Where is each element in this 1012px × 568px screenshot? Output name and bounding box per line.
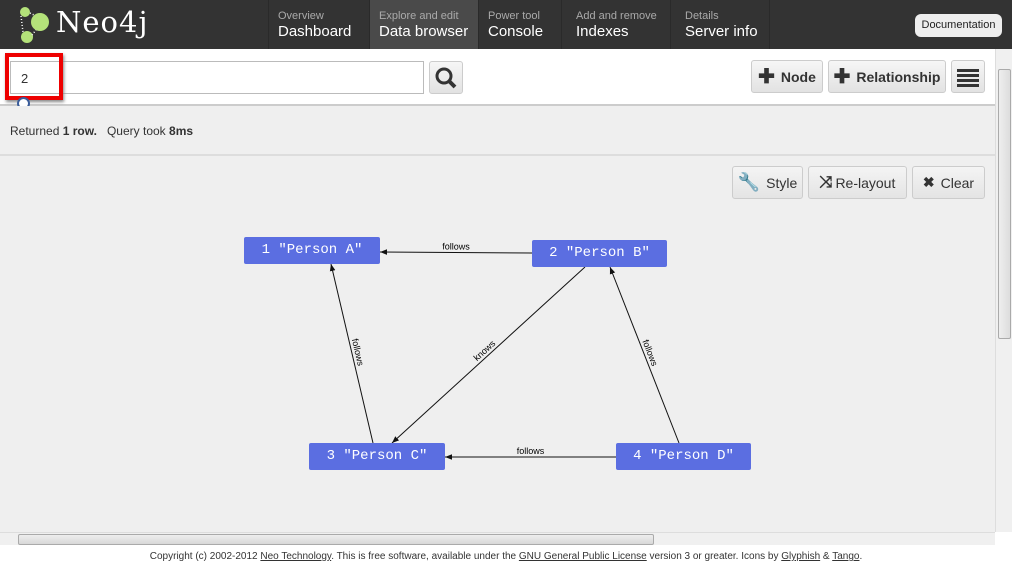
menu-button[interactable] [951, 60, 985, 93]
highlight-box [5, 53, 63, 100]
tab-label: Server info [685, 23, 758, 40]
status-returned: Returned [10, 124, 60, 138]
footer-text: & [820, 551, 833, 562]
tab-subtitle: Details [685, 10, 719, 22]
footer-text: . [859, 551, 863, 562]
plus-icon: ✚ [758, 66, 775, 88]
footer: Copyright (c) 2002-2012 Neo Technology. … [0, 545, 1012, 568]
graph-edge[interactable] [379, 249, 533, 255]
graph-edge[interactable] [609, 266, 680, 444]
relayout-label: Re-layout [835, 174, 896, 191]
query-input[interactable]: 2 [10, 61, 424, 94]
relayout-button[interactable]: ⤨Re-layout [808, 166, 907, 199]
tab-label: Indexes [576, 23, 629, 40]
wrench-icon: 🔧 [737, 172, 761, 192]
edge-label: follows [517, 446, 545, 456]
add-relationship-label: Relationship [856, 68, 941, 85]
status-took: Query took [106, 124, 166, 138]
gpl-link[interactable]: GNU General Public License [518, 551, 647, 562]
query-bar: 2 ✚ Node ✚ Relationship [0, 49, 995, 110]
plus-icon: ✚ [833, 66, 851, 88]
add-node-label: Node [780, 68, 816, 85]
tab-subtitle: Power tool [488, 10, 540, 22]
footer-text: Copyright (c) 2002-2012 [149, 551, 261, 562]
list-icon [957, 68, 979, 87]
vertical-scrollbar[interactable] [995, 49, 1012, 532]
footer-text: version 3 or greater. Icons by [646, 551, 782, 562]
neo4j-logo-icon [20, 7, 49, 43]
style-label: Style [766, 174, 798, 191]
neo-technology-link[interactable]: Neo Technology [260, 551, 332, 562]
search-icon [435, 67, 457, 88]
style-button[interactable]: 🔧 Style [732, 166, 803, 199]
scroll-thumb[interactable] [998, 69, 1011, 339]
tab-subtitle: Explore and edit [379, 10, 459, 22]
graph-node[interactable]: 4 "Person D" [616, 443, 751, 470]
clear-label: Clear [940, 174, 975, 191]
app-logo-text: Neo4j [56, 5, 149, 39]
search-button[interactable] [429, 61, 463, 94]
tab-subtitle: Add and remove [576, 10, 657, 22]
documentation-button[interactable]: Documentation [915, 14, 1002, 37]
clear-button[interactable]: ✖ Clear [912, 166, 985, 199]
status-time: 8ms [169, 124, 194, 138]
graph-edge[interactable] [329, 263, 374, 444]
horizontal-scrollbar[interactable] [0, 532, 995, 545]
glyphish-link[interactable]: Glyphish [781, 551, 821, 562]
edge-label: follows [350, 338, 366, 368]
tab-label: Dashboard [278, 23, 352, 40]
query-status: Returned 1 row. Query took 8ms [0, 106, 995, 156]
graph-node[interactable]: 3 "Person C" [309, 443, 445, 470]
tab-label: Data browser [379, 23, 469, 40]
tab-label: Console [488, 23, 544, 40]
shuffle-icon: ⤨ [819, 173, 833, 191]
scroll-thumb[interactable] [18, 534, 654, 545]
graph-node[interactable]: 2 "Person B" [532, 240, 667, 267]
tango-link[interactable]: Tango [832, 551, 860, 562]
graph-edge[interactable] [391, 266, 586, 444]
close-icon: ✖ [922, 174, 935, 190]
add-node-button[interactable]: ✚ Node [751, 60, 823, 93]
graph-node[interactable]: 1 "Person A" [244, 237, 380, 264]
tab-subtitle: Overview [278, 10, 324, 22]
footer-text: . This is free software, available under… [331, 551, 519, 562]
status-rows: 1 row. [62, 124, 97, 138]
add-relationship-button[interactable]: ✚ Relationship [828, 60, 946, 93]
edge-label: follows [442, 241, 470, 251]
